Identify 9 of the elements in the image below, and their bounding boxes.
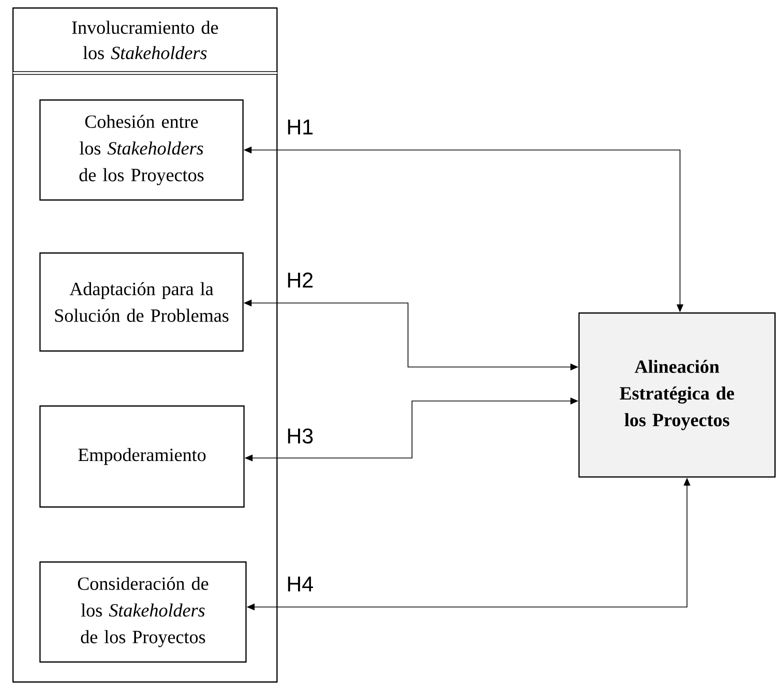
edge-label: H4 [285,575,315,593]
edge-label: H2 [285,271,315,289]
concept-box: Cohesión entre los Stakeholders de los Proyectos [39,99,244,201]
concept-box: Alineación Estratégica de los Proyectos [578,312,776,478]
concept-box: Consideración de los Stakeholders de los Proyectos [39,561,247,663]
edge-label: H3 [285,427,315,445]
concept-box: Adaptación para la Solución de Problemas [39,252,244,352]
edge-label: H1 [285,118,315,136]
concept-box: Empoderamiento [39,405,245,508]
